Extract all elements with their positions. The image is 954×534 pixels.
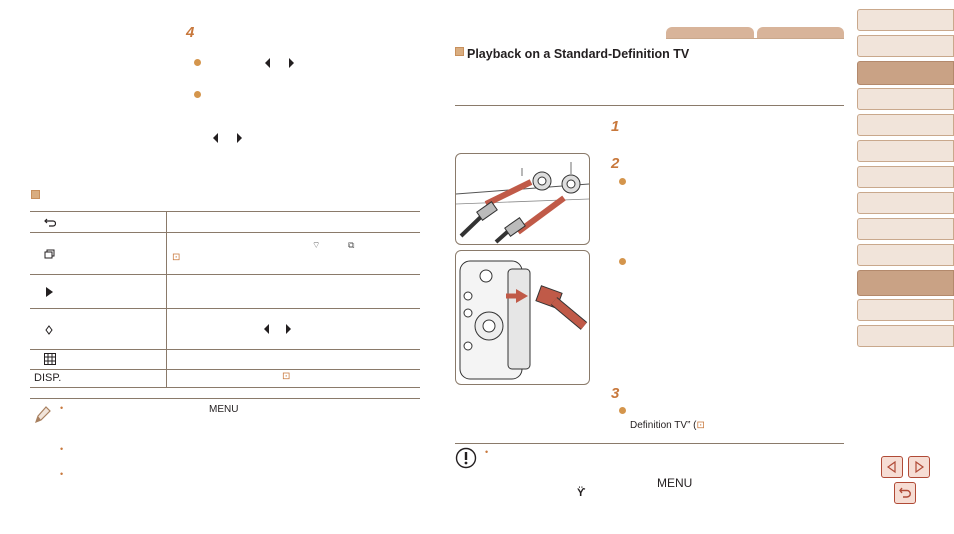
menu-label: MENU (657, 476, 693, 490)
step-number-2: 2 (611, 155, 620, 172)
av-cable-illustration (455, 153, 590, 245)
effect-icon (45, 325, 53, 335)
setup-icon: ϔ (577, 487, 586, 499)
pencil-note-icon (35, 406, 51, 424)
left-arrow-icon (213, 133, 218, 143)
sidebar-tab-10[interactable] (857, 244, 954, 266)
left-arrow-icon (264, 324, 269, 334)
table-cell-icon (30, 275, 167, 308)
bullet (619, 258, 626, 265)
previous-page-button[interactable] (881, 456, 903, 478)
grid-icon (44, 353, 56, 365)
table-cell-icon (30, 309, 167, 349)
table-cell-icon (30, 212, 167, 232)
bullet (619, 178, 626, 185)
next-page-button[interactable] (908, 456, 930, 478)
function-table: ⌔ ⧉ ⊡ DISP. ⊡ (30, 211, 420, 388)
bullet (194, 91, 201, 98)
camera-illustration (455, 250, 590, 385)
sidebar-tab-9[interactable] (857, 218, 954, 240)
disp-label: DISP. (34, 372, 62, 384)
group-icon (44, 249, 55, 259)
top-tab-2[interactable] (757, 27, 844, 38)
sidebar-tab-2[interactable] (857, 35, 954, 57)
page-ref-icon: ⊡ (172, 252, 181, 263)
left-arrow-icon (265, 58, 270, 68)
bullet-dot: • (60, 444, 64, 454)
step3-text-main: Definition TV” ( (630, 420, 697, 431)
divider (455, 105, 844, 106)
back-button[interactable] (894, 482, 916, 504)
table-cell-icon (30, 233, 167, 274)
section-marker-icon (455, 47, 464, 56)
sidebar-tab-4[interactable] (857, 88, 954, 110)
table-row (30, 212, 420, 233)
bullet-dot: • (60, 469, 64, 479)
bullet (194, 59, 201, 66)
caution-icon (455, 447, 477, 469)
divider (30, 398, 420, 399)
section-title: Playback on a Standard-Definition TV (467, 47, 690, 61)
bullet-dot: • (60, 403, 64, 413)
table-row: ⌔ ⧉ ⊡ (30, 233, 420, 275)
top-tab-1[interactable] (666, 27, 754, 38)
right-arrow-icon (237, 133, 242, 143)
sidebar-tab-12[interactable] (857, 299, 954, 321)
triangle-right-icon (915, 460, 925, 474)
right-arrow-icon (286, 324, 291, 334)
step3-text: Definition TV” (⊡ (630, 420, 705, 431)
step-number-1: 1 (611, 118, 620, 135)
sidebar-tab-13[interactable] (857, 325, 954, 347)
menu-label: MENU (209, 404, 239, 415)
divider (455, 443, 844, 444)
sidebar-tab-6[interactable] (857, 140, 954, 162)
table-row (30, 350, 420, 370)
table-row (30, 275, 420, 309)
section-marker-icon (31, 190, 40, 199)
sidebar-tab-3[interactable] (857, 61, 954, 85)
mode-icon-2: ⧉ (348, 240, 355, 250)
top-tab-line (666, 38, 844, 39)
table-row: DISP. ⊡ (30, 370, 420, 388)
step-number-4: 4 (186, 24, 195, 41)
sidebar-tab-1[interactable] (857, 9, 954, 31)
return-icon (899, 487, 911, 498)
av-cable-drawing (456, 162, 589, 244)
page-ref-icon: ⊡ (282, 371, 291, 382)
triangle-left-icon (886, 460, 896, 474)
camera-drawing (459, 260, 588, 380)
step-number-3: 3 (611, 385, 620, 402)
table-cell-disp: DISP. (30, 370, 167, 387)
page-ref-icon: ⊡ (696, 420, 705, 431)
sidebar-tab-11[interactable] (857, 270, 954, 296)
table-cell-icon (30, 350, 167, 369)
mode-icon-1: ⌔ (312, 240, 321, 250)
table-row (30, 309, 420, 350)
bullet-dot: • (485, 447, 489, 457)
sidebar-tab-7[interactable] (857, 166, 954, 188)
sidebar-tab-8[interactable] (857, 192, 954, 214)
sidebar-tab-5[interactable] (857, 114, 954, 136)
back-icon (44, 218, 56, 227)
play-icon (46, 287, 53, 297)
right-arrow-icon (289, 58, 294, 68)
bullet (619, 407, 626, 414)
